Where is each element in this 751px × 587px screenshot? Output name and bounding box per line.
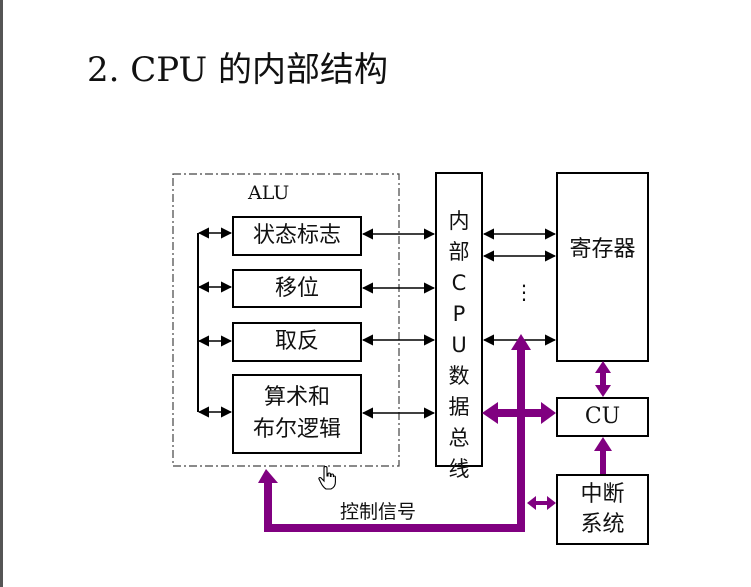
status-flags-label: 状态标志 <box>252 223 341 248</box>
shift-label: 移位 <box>274 275 319 301</box>
cu-box <box>556 397 649 437</box>
internal-bus-box <box>435 172 483 467</box>
interrupt-label: 中断 系统 <box>580 481 625 537</box>
hand-pointer-icon <box>318 466 336 490</box>
control-signal-label: 控制信号 <box>340 501 417 523</box>
status-flags-box <box>232 216 362 256</box>
arith-logic-label: 算术和 布尔逻辑 <box>252 385 341 442</box>
window-frame-edge <box>0 0 3 587</box>
negate-label: 取反 <box>274 329 319 354</box>
register-label: 寄存器 <box>569 237 636 262</box>
arith-logic-box <box>232 374 362 454</box>
alu-label: ALU <box>248 182 290 204</box>
interrupt-control-arrow <box>527 496 556 510</box>
alu-container <box>172 173 400 467</box>
register-ellipsis: ⋮ <box>514 280 534 304</box>
control-paths <box>258 334 612 532</box>
interrupt-box <box>556 474 649 545</box>
cu-label: CU <box>584 404 621 429</box>
interrupt-cu-arrow <box>594 437 612 474</box>
page-title: 2. CPU 的内部结构 <box>87 50 389 90</box>
register-cu-arrow <box>595 361 611 397</box>
negate-box <box>232 322 362 362</box>
shift-box <box>232 269 362 308</box>
internal-bus-label: 内 部 C P U 数 据 总 线 <box>448 209 470 481</box>
register-box <box>556 172 649 362</box>
